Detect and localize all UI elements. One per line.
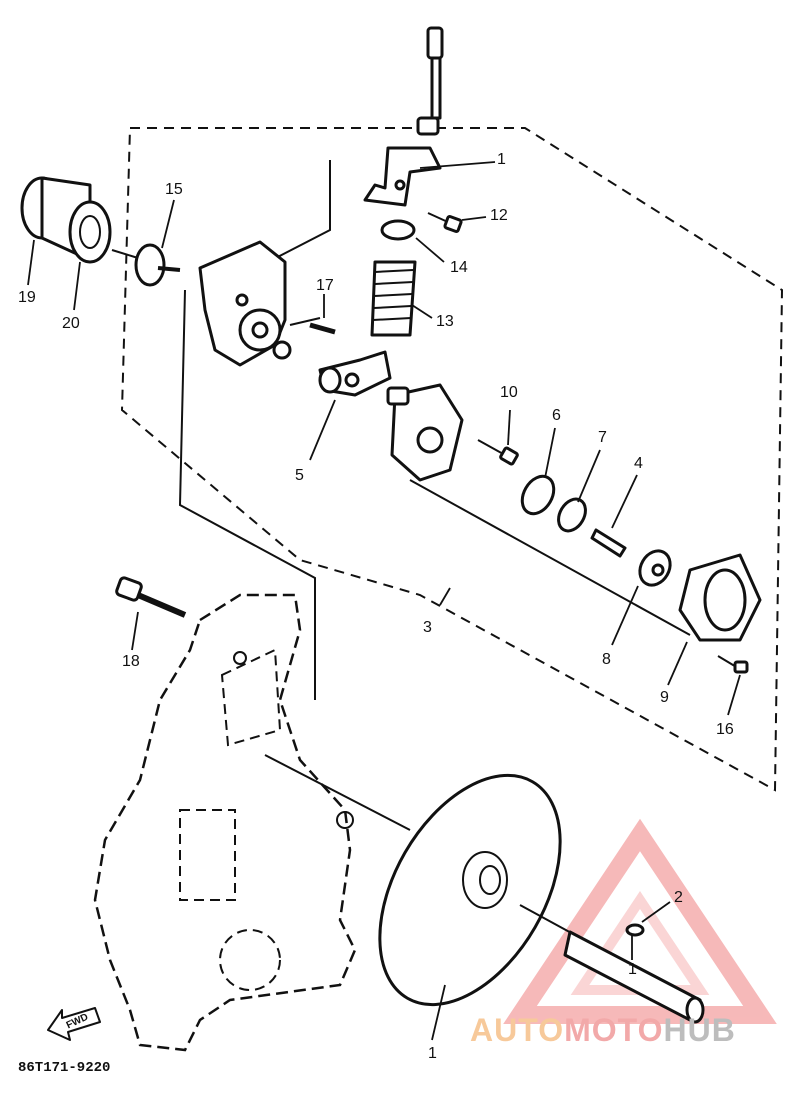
leader-2 xyxy=(641,901,671,923)
axis-line xyxy=(409,479,691,636)
label-part-6: 6 xyxy=(552,407,561,424)
leader-12 xyxy=(461,216,487,221)
assembly-boundary-dashed xyxy=(120,127,784,792)
bolt-10 xyxy=(477,439,519,466)
axis-line-2 xyxy=(289,317,321,326)
label-part-17: 17 xyxy=(316,277,334,294)
label-part-7: 7 xyxy=(598,429,607,446)
label-part-1: 1 xyxy=(497,151,506,168)
gasket-15 xyxy=(134,243,181,287)
label-part-13: 13 xyxy=(436,313,454,330)
leader-14 xyxy=(415,237,445,263)
label-part-2: 2 xyxy=(674,889,683,906)
spring xyxy=(370,260,417,337)
leader-19 xyxy=(27,239,35,286)
label-part-8: 8 xyxy=(602,651,611,668)
label-part-1-shaft: 1 xyxy=(628,961,637,978)
label-part-14: 14 xyxy=(450,259,468,276)
cap-9 xyxy=(678,553,762,642)
governor-shaft xyxy=(318,350,392,397)
output-shaft xyxy=(519,904,705,1024)
collar-8 xyxy=(638,549,672,587)
leader-8 xyxy=(611,585,639,646)
fwd-arrow xyxy=(47,1007,101,1041)
spring-seat xyxy=(380,219,416,241)
leader-13 xyxy=(411,304,433,319)
label-part-16: 16 xyxy=(716,721,734,738)
plug-19-20 xyxy=(20,176,112,264)
leader-1-pulley xyxy=(431,984,446,1041)
label-part-18: 18 xyxy=(122,653,140,670)
label-part-5: 5 xyxy=(295,467,304,484)
watermark-text: AUTOMOTOHUB xyxy=(470,1012,736,1049)
label-part-1-pulley: 1 xyxy=(428,1045,437,1062)
leader-20 xyxy=(73,261,81,311)
key-2 xyxy=(625,923,645,937)
label-part-20: 20 xyxy=(62,315,80,332)
leader-16 xyxy=(727,674,741,716)
screw-16 xyxy=(717,655,749,674)
label-part-9: 9 xyxy=(660,689,669,706)
leader-15 xyxy=(161,199,175,249)
leader-10 xyxy=(507,409,511,446)
lever-bracket xyxy=(363,146,442,207)
leader-6 xyxy=(544,427,556,479)
watermark-auto: AUTO xyxy=(470,1012,565,1048)
spring-4 xyxy=(590,528,627,558)
leader-18 xyxy=(131,611,139,651)
leader-5 xyxy=(309,399,336,461)
leader-1 xyxy=(419,161,496,169)
pulley-1 xyxy=(378,773,562,1007)
label-part-10: 10 xyxy=(500,384,518,401)
leader-4 xyxy=(611,474,638,529)
governor-housing xyxy=(198,240,292,367)
pin-17 xyxy=(309,322,336,335)
label-part-19: 19 xyxy=(18,289,36,306)
bolt-12 xyxy=(427,212,463,233)
label-part-3: 3 xyxy=(423,619,432,636)
governor-plate xyxy=(386,383,464,482)
bracket-line-upper xyxy=(267,160,331,263)
label-part-12: 12 xyxy=(490,207,508,224)
bolt-18 xyxy=(115,576,187,618)
axis-line-4 xyxy=(264,754,411,831)
leader-9 xyxy=(667,641,688,686)
washer-7 xyxy=(557,497,587,533)
crankcase-cover xyxy=(93,593,357,1052)
label-part-15: 15 xyxy=(165,181,183,198)
leader-7 xyxy=(577,449,601,503)
drawing-code: 86T171-9220 xyxy=(18,1060,111,1076)
cable-rod xyxy=(416,26,444,136)
watermark-hub: HUB xyxy=(663,1012,736,1048)
axis-line-3 xyxy=(111,249,139,259)
watermark-moto: MOTO xyxy=(564,1012,664,1048)
label-part-4: 4 xyxy=(634,455,643,472)
bracket-line-left xyxy=(178,289,316,700)
washer-6 xyxy=(520,474,556,516)
leader-3 xyxy=(439,587,451,606)
